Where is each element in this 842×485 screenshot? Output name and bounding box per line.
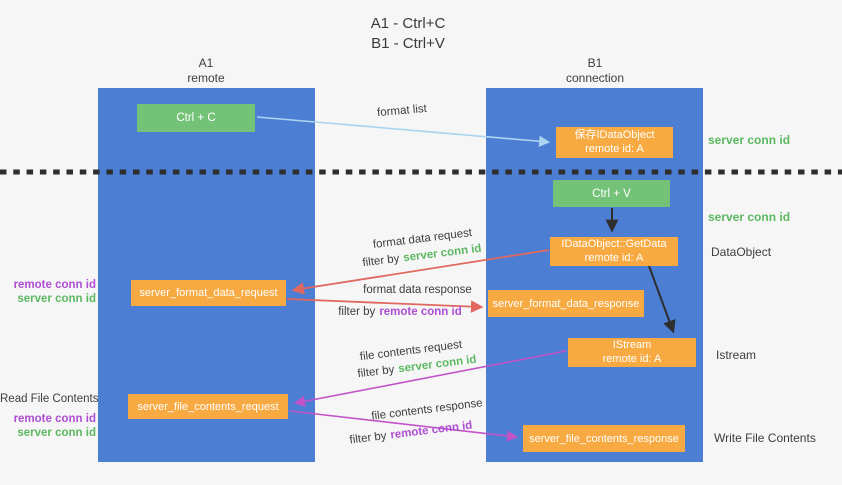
file-request-node: server_file_contents_request: [128, 394, 288, 419]
write-file-contents-annotation: Write File Contents: [714, 431, 816, 445]
ctrl-c-label: Ctrl + C: [176, 112, 216, 124]
ctrl-v-label: Ctrl + V: [592, 187, 631, 200]
right-column-subtitle: connection: [565, 71, 625, 85]
diagram-title: A1 - Ctrl+C B1 - Ctrl+V: [288, 14, 528, 53]
file-request-label: server_file_contents_request: [137, 400, 279, 413]
format-data-request-arrow: [291, 249, 550, 295]
server-conn-id-annotation-top: server conn id: [708, 133, 791, 147]
file-response-node: server_file_contents_response: [523, 425, 685, 452]
format-list-arrow: [256, 116, 551, 147]
format-response-label: server_format_data_response: [492, 297, 640, 310]
save-dataobject-line2: remote id: A: [585, 142, 644, 155]
ctrl-c-node: Ctrl + C: [137, 104, 255, 132]
right-column-header: B1 connection: [532, 56, 658, 86]
format-data-response-label: format data response: [363, 284, 472, 296]
left-column-header: A1 remote: [146, 56, 266, 86]
dataobject-annotation: DataObject: [711, 245, 772, 259]
filter-by-text: filter by: [338, 306, 376, 318]
istream-line2: remote id: A: [602, 352, 662, 365]
left-column-subtitle: remote: [187, 71, 225, 85]
ctrl-v-node: Ctrl + V: [553, 180, 670, 207]
format-request-label: server_format_data_request: [139, 287, 278, 299]
left-column-title: A1: [198, 56, 214, 70]
file-request-conn-ids: remote conn id server conn id: [0, 412, 96, 440]
getdata-line2: remote id: A: [584, 251, 644, 264]
getdata-node: IDataObject::GetData remote id: A: [550, 237, 678, 266]
save-dataobject-line1: 保存IDataObject: [574, 129, 655, 141]
file-contents-request-arrow: [293, 350, 567, 407]
getdata-line1: IDataObject::GetData: [561, 238, 667, 250]
istream-node: IStream remote id: A: [568, 338, 696, 367]
server-conn-id-annotation-mid: server conn id: [708, 210, 791, 224]
server-conn-id-annotation: server conn id: [17, 427, 96, 439]
read-file-contents-annotation: Read File Contents: [0, 393, 99, 405]
remote-conn-id-annotation: remote conn id: [13, 279, 96, 291]
istream-annotation: Istream: [716, 348, 757, 362]
getdata-to-istream-arrow: [648, 265, 676, 334]
server-conn-id-annotation: server conn id: [17, 293, 96, 305]
file-response-label: server_file_contents_response: [529, 432, 679, 445]
title-line-2: B1 - Ctrl+V: [371, 34, 445, 52]
save-dataobject-node: 保存IDataObject remote id: A: [556, 127, 673, 158]
right-column-title: B1: [587, 56, 603, 70]
istream-line1: IStream: [612, 339, 652, 351]
format-response-node: server_format_data_response: [488, 290, 644, 317]
format-data-response-arrow: [286, 298, 484, 313]
file-contents-response-arrow: [289, 410, 519, 442]
title-line-1: A1 - Ctrl+C: [370, 15, 446, 32]
format-request-node: server_format_data_request: [131, 280, 286, 306]
format-request-conn-ids: remote conn id server conn id: [0, 278, 96, 306]
remote-conn-id-text: remote conn id: [379, 306, 462, 318]
remote-conn-id-annotation: remote conn id: [13, 413, 96, 425]
